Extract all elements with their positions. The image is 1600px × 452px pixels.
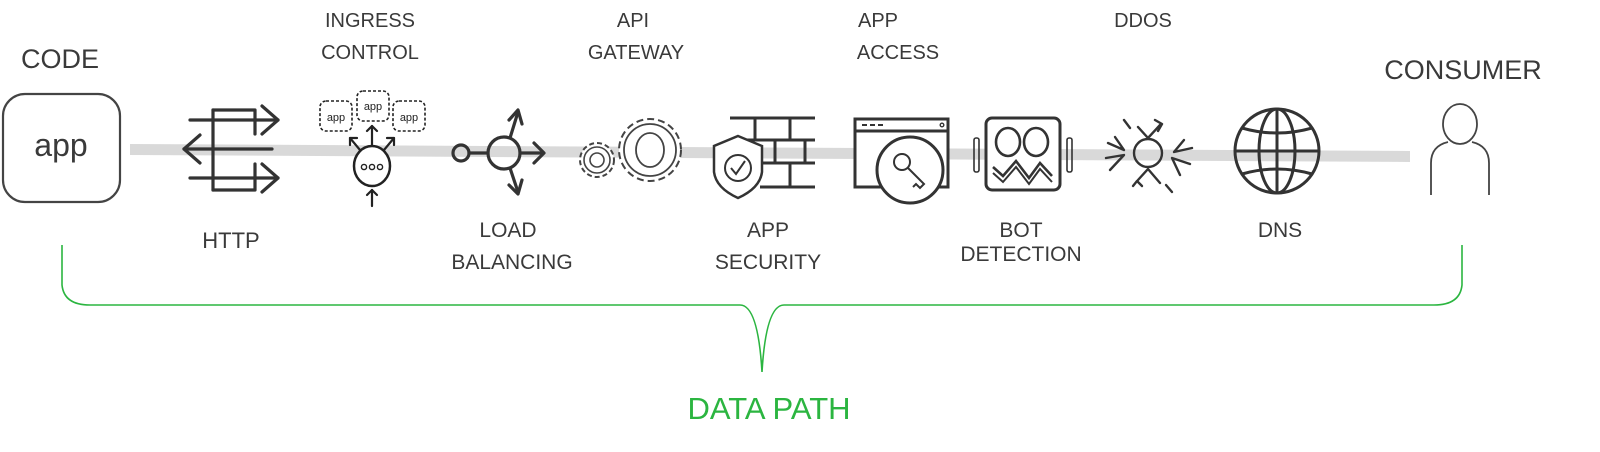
api-gateway-label-line2: GATEWAY — [588, 42, 684, 64]
ingress-label-line2: CONTROL — [321, 42, 419, 64]
ingress-app-3: app — [400, 112, 418, 124]
window-key-icon — [853, 117, 950, 205]
app-access-label-line1: APP — [858, 10, 898, 32]
consumer-title: CONSUMER — [1384, 55, 1542, 85]
ddos-label: DDOS — [1114, 10, 1172, 32]
ddos-icon — [1104, 118, 1194, 194]
data-path-bar — [130, 144, 1410, 162]
data-path-brace — [61, 245, 1463, 373]
globe-icon — [1233, 107, 1321, 195]
http-label: HTTP — [202, 228, 259, 253]
load-balancing-label-line1: LOAD — [479, 219, 536, 242]
data-path-label: DATA PATH — [687, 391, 850, 426]
load-balancing-label-line2: BALANCING — [451, 251, 572, 274]
firewall-shield-icon — [712, 116, 815, 200]
http-icon — [182, 104, 280, 194]
app-security-label-line1: APP — [747, 219, 789, 242]
bot-detection-label-line2: DETECTION — [960, 243, 1081, 266]
ingress-app-1: app — [327, 112, 345, 124]
ingress-control-icon: app app app — [319, 90, 426, 208]
load-balancing-icon — [451, 108, 546, 196]
user-icon — [1430, 103, 1490, 195]
gears-icon — [579, 118, 682, 182]
ingress-label-line1: INGRESS — [325, 10, 415, 32]
code-title: CODE — [21, 44, 99, 74]
bot-icon — [973, 116, 1073, 192]
api-gateway-label-line1: API — [617, 10, 649, 32]
dns-label: DNS — [1258, 219, 1302, 242]
bot-detection-label-line1: BOT — [999, 219, 1042, 242]
ingress-app-2: app — [364, 101, 382, 113]
app-box-label: app — [34, 127, 87, 163]
app-security-label-line2: SECURITY — [715, 251, 821, 274]
app-box: app — [1, 92, 122, 204]
app-access-label-line2: ACCESS — [857, 42, 939, 64]
